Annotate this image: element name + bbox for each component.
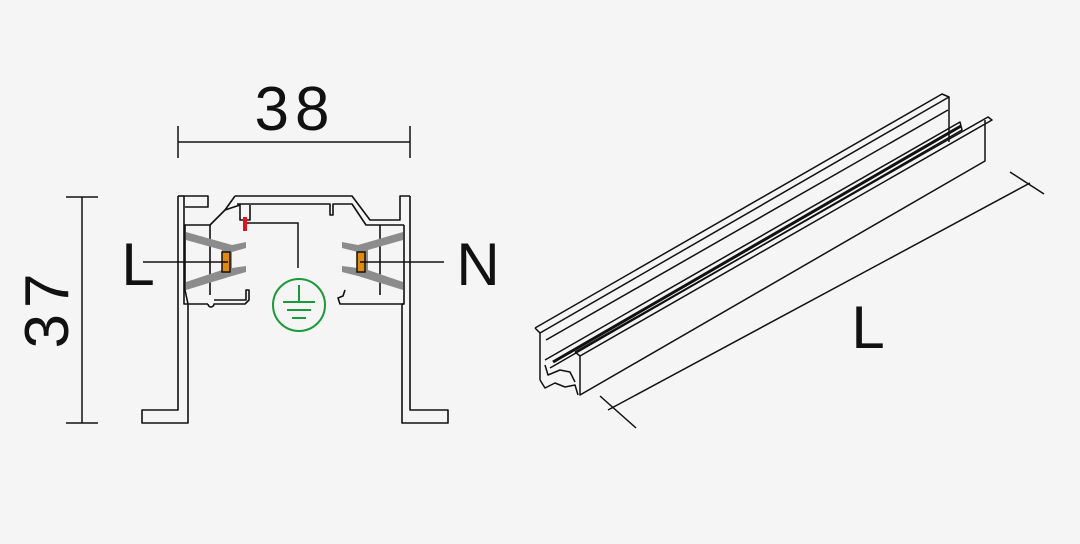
length-dimension xyxy=(599,171,1045,429)
earth-contact xyxy=(243,217,247,231)
height-label: 37 xyxy=(13,268,82,349)
earth-leader-line xyxy=(247,222,299,268)
rail-isometric-view xyxy=(534,93,993,396)
neutral-label: N xyxy=(456,231,499,298)
ground-icon xyxy=(272,278,326,332)
length-label: L xyxy=(851,294,884,361)
width-dimension xyxy=(177,126,411,158)
height-dimension xyxy=(66,196,98,424)
width-label: 38 xyxy=(255,75,336,144)
neutral-contact xyxy=(342,232,403,290)
live-label: L xyxy=(121,231,154,298)
live-contact xyxy=(186,232,246,290)
rail-cross-section xyxy=(141,195,449,424)
